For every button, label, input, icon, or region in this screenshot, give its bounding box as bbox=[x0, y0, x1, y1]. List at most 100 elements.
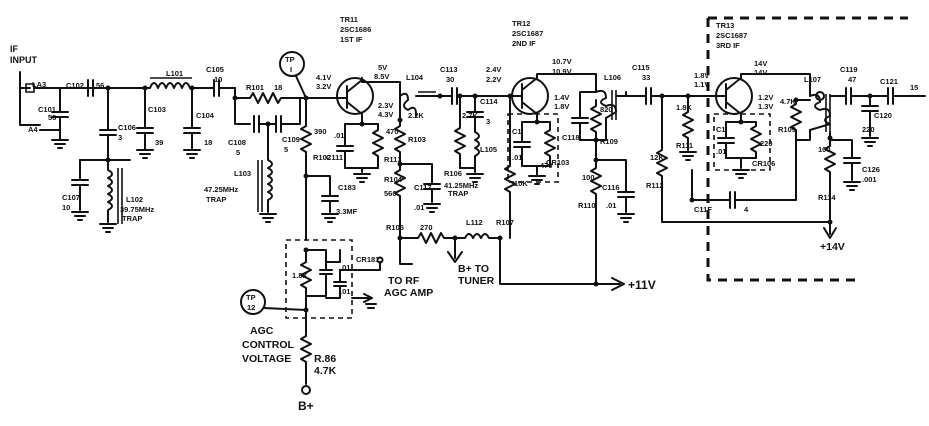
tr13-desc: 3RD IF bbox=[716, 41, 740, 50]
c106-value: 3 bbox=[118, 133, 122, 142]
r109-value: 820 bbox=[600, 105, 613, 114]
l102-label: L102 bbox=[126, 195, 143, 204]
r113-value: 470 bbox=[386, 127, 399, 136]
tr12-v6b: 1.8V bbox=[554, 102, 569, 111]
c114-value: 3 bbox=[486, 117, 490, 126]
r86-value: 4.7K bbox=[314, 365, 337, 377]
r109-label: R109 bbox=[600, 137, 618, 146]
trap3-label-2: TRAP bbox=[448, 189, 468, 198]
r220-value: 220 bbox=[760, 139, 773, 148]
tr12-v4b: 2.2V bbox=[486, 75, 501, 84]
r110-label: R110 bbox=[578, 201, 596, 210]
tr11-v2: 5V bbox=[378, 63, 387, 72]
a4-label: A4 bbox=[28, 125, 38, 134]
c105-label: C105 bbox=[206, 65, 224, 74]
c107-label: C107 bbox=[62, 193, 80, 202]
tr13-v9: 1.2V bbox=[758, 93, 773, 102]
agc-section: 1.8K CR181 .01 .01 TO RF AGC AMP R.86 4.… bbox=[240, 175, 433, 413]
c102-value: 56 bbox=[96, 81, 104, 90]
r103-label: R103 bbox=[408, 135, 426, 144]
if-input-label-2: INPUT bbox=[10, 55, 38, 65]
l103-label: L103 bbox=[234, 169, 251, 178]
r86-label: R.86 bbox=[314, 353, 336, 365]
r112-value: 12K bbox=[650, 153, 664, 162]
c183-value: 3.3MF bbox=[336, 207, 358, 216]
tp2-number: 12 bbox=[247, 303, 255, 312]
agc-label-2: CONTROL bbox=[242, 339, 294, 351]
l106-label: L106 bbox=[604, 73, 621, 82]
c103-label: C103 bbox=[148, 105, 166, 114]
c01b-label: .01 bbox=[340, 287, 350, 296]
tp1-label: TP bbox=[285, 55, 295, 64]
c116-value: .01 bbox=[606, 201, 616, 210]
input-section: IF INPUT LA3 A4 C101 56 C102 56 C106 3 C… bbox=[10, 44, 154, 233]
bplus-label: B+ bbox=[298, 399, 314, 413]
c117-value: .01 bbox=[414, 203, 424, 212]
cr181-label: CR181 bbox=[356, 255, 379, 264]
tr13-part: 2SC1687 bbox=[716, 31, 747, 40]
c126-value: .001 bbox=[862, 175, 877, 184]
c01a-label: .01 bbox=[340, 263, 350, 272]
tr13-v7b: 1.1V bbox=[694, 80, 709, 89]
cr103-label: CR103 bbox=[546, 158, 569, 167]
r102-label: R102 bbox=[313, 153, 331, 162]
b-tuner-label-2: TUNER bbox=[458, 275, 495, 287]
input-filter: L101 C103 39 C104 18 C105 10 bbox=[136, 65, 236, 159]
c101-label: C101 bbox=[38, 105, 56, 114]
l106-section: L106 C118 R109 820 R110 100 C116 .01 C11… bbox=[562, 63, 701, 285]
c10-value: .01 bbox=[512, 153, 522, 162]
tr13-v8b: 14V bbox=[754, 68, 767, 77]
agc-label-1: AGC bbox=[250, 325, 274, 337]
c1x-label: C1 bbox=[716, 125, 726, 134]
l112-label: L112 bbox=[466, 218, 483, 227]
tr11-v3b: 4.3V bbox=[378, 110, 393, 119]
r111-value: 1.8K bbox=[676, 103, 692, 112]
c126-label: C126 bbox=[862, 165, 880, 174]
tr11-label: TR11 bbox=[340, 15, 358, 24]
trap2-label-2: TRAP bbox=[206, 195, 226, 204]
plus11v-label: +11V bbox=[628, 278, 656, 292]
tr13-stage: TR13 2SC1687 3RD IF 1.8V 1.1V 14V 14V 1.… bbox=[689, 16, 908, 282]
tr11-desc: 1ST IF bbox=[340, 35, 363, 44]
if-input-label: IF bbox=[10, 44, 19, 54]
c116-label: C116 bbox=[602, 183, 620, 192]
r109b-value: 4.7K bbox=[780, 97, 796, 106]
r1k8-label: 1.8K bbox=[292, 271, 308, 280]
c118-label: C118 bbox=[562, 133, 580, 142]
tr12-v5b: 10.9V bbox=[552, 67, 572, 76]
to-rf-label: TO RF bbox=[388, 275, 420, 287]
tr11-v1: 4.1V bbox=[316, 73, 331, 82]
c120-value: 220 bbox=[862, 125, 875, 134]
r103-value: 2.2K bbox=[408, 111, 424, 120]
c11f-value: 4 bbox=[744, 205, 749, 214]
r112-label: R112 bbox=[646, 181, 664, 190]
r104-label: R104 bbox=[384, 175, 403, 184]
l104-label: L104 bbox=[406, 73, 424, 82]
r106-value: 2.7K bbox=[462, 111, 478, 120]
trap1-label: 39.75MHz bbox=[120, 205, 154, 214]
r105-value: 270 bbox=[420, 223, 433, 232]
agc-label-3: VOLTAGE bbox=[242, 353, 291, 365]
c106-label: C106 bbox=[118, 123, 136, 132]
tp2-label: TP bbox=[246, 293, 256, 302]
c119-value: 47 bbox=[848, 75, 856, 84]
tr11-v3: 2.3V bbox=[378, 101, 393, 110]
l105-label: L105 bbox=[480, 145, 497, 154]
c103-value: 39 bbox=[155, 138, 163, 147]
c119-label: C119 bbox=[840, 65, 858, 74]
c10-label: C1 bbox=[512, 127, 522, 136]
r102-value: 390 bbox=[314, 127, 327, 136]
c121-value: 15 bbox=[910, 83, 918, 92]
trap-47mhz: R101 18 C108 5 C109 5 L103 47.25MHz TRAP bbox=[204, 83, 301, 223]
r101-label: R101 bbox=[246, 83, 264, 92]
c113-value: 30 bbox=[446, 75, 454, 84]
bplus-tuner-feed: R105 270 L112 B+ TO TUNER +11V bbox=[386, 209, 656, 292]
c121-label: C121 bbox=[880, 77, 898, 86]
l101-label: L101 bbox=[166, 69, 183, 78]
c115-value: 33 bbox=[642, 73, 650, 82]
r105-label: R105 bbox=[386, 223, 404, 232]
trap2-label: 47.25MHz bbox=[204, 185, 238, 194]
tr12-part: 2SC1687 bbox=[512, 29, 543, 38]
tp1-number: I bbox=[290, 65, 292, 74]
c183-label: C183 bbox=[338, 183, 356, 192]
